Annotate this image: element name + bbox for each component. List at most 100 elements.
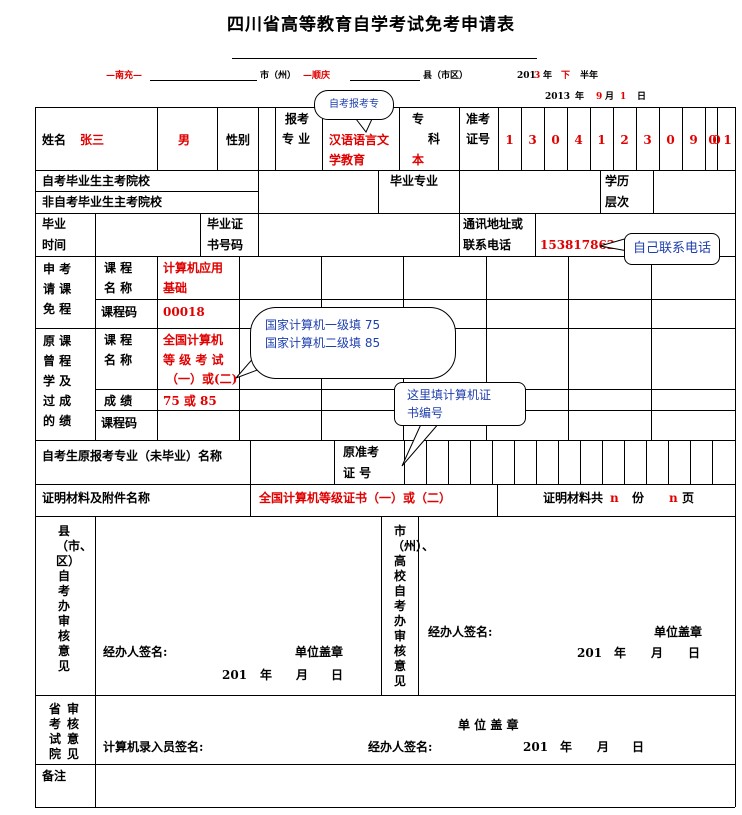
exam-no-digit[interactable]: 3 [643, 133, 652, 147]
name-label: 姓名 [42, 133, 67, 147]
province-review-label-2: 审核意见 [66, 702, 79, 761]
exam-no-digit[interactable]: 3 [528, 133, 537, 147]
original-exam-no-label: 原准考 [343, 445, 380, 459]
major-value-2[interactable]: 学教育 [329, 153, 366, 167]
level-value[interactable]: 本 [412, 153, 425, 167]
cert-hint-text: 这里填计算机证 [407, 388, 492, 402]
city-suffix: 市（州） [260, 71, 297, 81]
passed-side-label: 原 课 [43, 334, 72, 348]
cert-no-label: 毕业证 [207, 217, 244, 231]
city-signer-label: 经办人签名: [428, 625, 493, 639]
remarks-label: 备注 [42, 769, 67, 783]
passed-course-name-value-2[interactable]: 等 级 考 试 [163, 353, 224, 367]
materials-label: 证明材料及附件名称 [42, 491, 151, 505]
exam-no-digit[interactable]: 2 [620, 133, 629, 147]
city-value[interactable]: —南充— [106, 71, 143, 81]
grad-time-label: 毕业 [42, 217, 67, 231]
apply-course-name-label: 课 程 [104, 261, 133, 275]
contact-value[interactable]: 15381786212 [540, 238, 632, 252]
province-signer-label: 经办人签名: [368, 740, 433, 754]
date-year: 2013 [545, 92, 571, 102]
cert-no-label-2: 书号码 [207, 238, 244, 252]
major-label-2: 专 业 [282, 132, 311, 146]
passed-course-name-value-3[interactable]: （一）或(二) [166, 372, 238, 386]
major-hint-callout: 自考报考专 [314, 90, 394, 120]
date-month[interactable]: 9 [596, 92, 603, 102]
province-date-y: 年 [560, 740, 573, 754]
city-date-m: 月 [651, 646, 664, 660]
city-underline [150, 80, 257, 81]
passed-side-label-2: 曾 程 [43, 354, 72, 368]
exam-no-digit[interactable]: 1 [597, 133, 606, 147]
county-date-m: 月 [296, 668, 309, 682]
exam-no-digit[interactable]: 0 [551, 133, 560, 147]
level-hint-text-2: 国家计算机二级填 85 [265, 336, 381, 350]
contact-label: 通讯地址或 [463, 217, 524, 231]
city-seal-label: 单位盖章 [654, 625, 703, 639]
exam-no-digit[interactable]: 0 [712, 133, 721, 147]
province-review-label: 省考试院 [48, 702, 61, 761]
term-year: 201 [517, 71, 536, 81]
province-date-m: 月 [597, 740, 610, 754]
province-computer-signer-label: 计算机录入员签名: [103, 740, 204, 754]
term-year-label: 年 [543, 71, 553, 81]
city-date-d: 日 [688, 646, 701, 660]
passed-score-value[interactable]: 75 或 85 [163, 394, 217, 408]
level-hint-text: 国家计算机一级填 75 [265, 318, 381, 332]
passed-score-label: 成 绩 [104, 394, 133, 408]
exam-no-digit[interactable]: 1 [505, 133, 514, 147]
apply-course-name-value-2[interactable]: 基础 [163, 281, 188, 295]
term-half[interactable]: 下 [561, 71, 571, 81]
exam-no-digit[interactable]: 0 [708, 133, 717, 147]
materials-count-unit: 份 [632, 491, 645, 505]
county-underline [350, 80, 420, 81]
exam-no-digit[interactable]: 0 [666, 133, 675, 147]
apply-side-label-2: 请 课 [43, 282, 72, 296]
county-suffix: 县（市区） [423, 71, 469, 81]
apply-side-label-3: 免 程 [43, 302, 72, 316]
major-hint-text: 自考报考专 [329, 99, 379, 110]
gender-value[interactable]: 男 [178, 133, 191, 147]
form-title: 四川省高等教育自学考试免考申请表 [227, 15, 515, 35]
phone-hint-text: 自己联系电话 [632, 241, 711, 256]
gender-label: 性别 [226, 133, 251, 147]
date-day-label: 日 [637, 92, 647, 102]
materials-page-value[interactable]: n [669, 491, 678, 505]
date-month-label: 月 [605, 92, 615, 102]
city-date-y: 年 [614, 646, 627, 660]
degree-label: 学历 [605, 174, 630, 188]
major-label: 报考 [285, 112, 310, 126]
exam-no-label: 准考 [466, 112, 491, 126]
apply-course-name-value[interactable]: 计算机应用 [163, 261, 224, 275]
city-date-year: 201 [577, 646, 603, 660]
passed-course-name-value[interactable]: 全国计算机 [163, 333, 224, 347]
original-major-label: 自考生原报考专业（未毕业）名称 [42, 449, 223, 463]
materials-count-label: 证明材料共 [543, 491, 604, 505]
materials-count-value[interactable]: n [610, 491, 619, 505]
exam-no-digit[interactable]: 4 [574, 133, 583, 147]
apply-side-label: 申 考 [43, 262, 72, 276]
province-date-year: 201 [523, 740, 549, 754]
province-date-d: 日 [632, 740, 645, 754]
county-value[interactable]: —顺庆 [303, 71, 331, 81]
materials-page-unit: 页 [682, 491, 695, 505]
term-year-digit[interactable]: 3 [534, 71, 541, 81]
materials-value[interactable]: 全国计算机等级证书（一）或（二） [259, 491, 452, 505]
name-value[interactable]: 张三 [80, 133, 105, 147]
county-signer-label: 经办人签名: [103, 645, 168, 659]
apply-course-code-value[interactable]: 00018 [163, 305, 205, 319]
passed-side-label-3: 学 及 [43, 374, 72, 388]
date-day[interactable]: 1 [620, 92, 627, 102]
passed-side-label-5: 的 绩 [43, 414, 72, 428]
cert-hint-callout: 这里填计算机证 书编号 [394, 382, 526, 426]
term-half-label: 半年 [580, 71, 599, 81]
date-year-label: 年 [575, 92, 585, 102]
exam-no-digit[interactable]: 9 [689, 133, 698, 147]
contact-label-2: 联系电话 [463, 238, 512, 252]
major-value[interactable]: 汉语语言文 [329, 133, 390, 147]
county-seal-label: 单位盖章 [295, 645, 344, 659]
county-date-year: 201 [222, 668, 248, 682]
passed-course-code-label: 课程码 [101, 416, 138, 430]
exam-no-digit[interactable]: 1 [723, 133, 732, 147]
